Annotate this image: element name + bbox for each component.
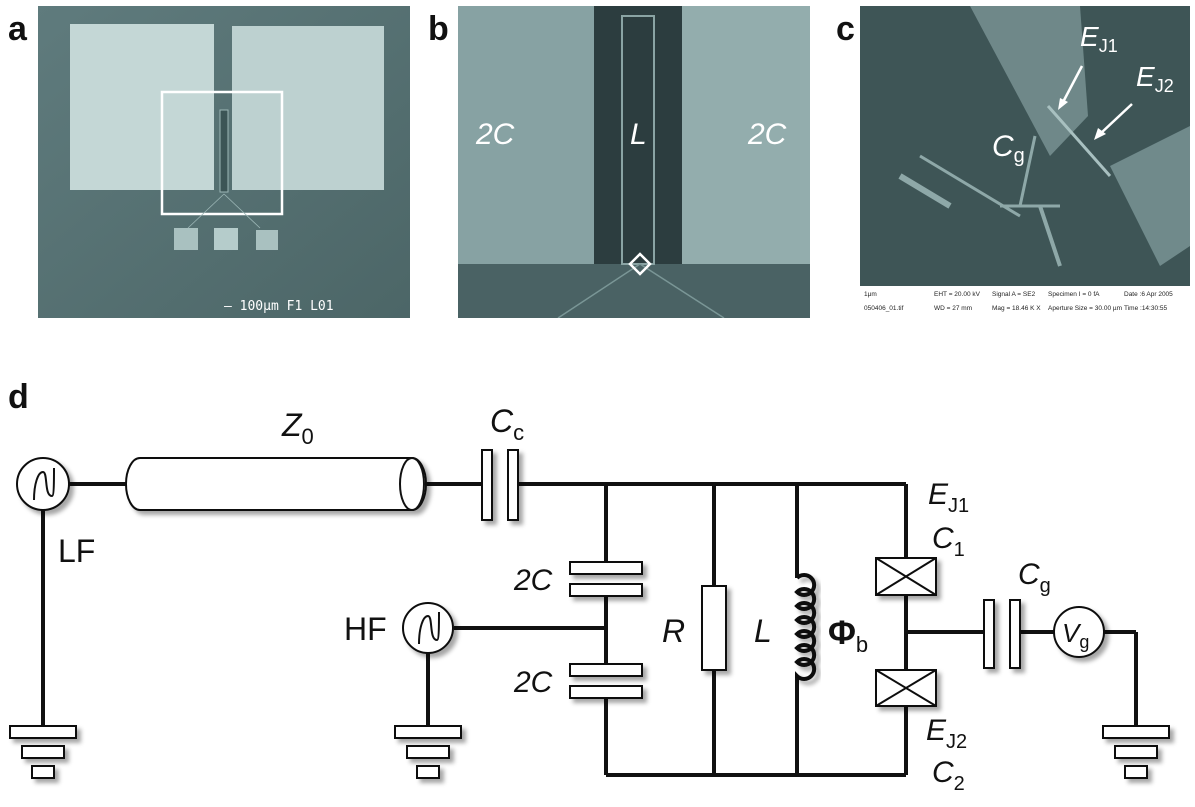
- panel-label-b: b: [428, 10, 449, 48]
- footer-specimen: Specimen I = 0 fA: [1048, 291, 1100, 298]
- resistor-r: [701, 585, 727, 671]
- svg-text:C1: C1: [932, 522, 965, 561]
- label-2c-bottom: 2C: [513, 666, 553, 699]
- label-c2: C: [932, 756, 954, 789]
- label-z0-sub: 0: [302, 424, 314, 449]
- sem-image-overview: — 100μm F1 L01: [38, 6, 410, 318]
- josephson-junction-1: [875, 557, 937, 596]
- svg-text:EJ1: EJ1: [928, 478, 969, 517]
- panel-label-c: c: [836, 10, 855, 48]
- sem-image-zoom: 2C L 2C: [458, 6, 810, 318]
- footer-mag: Mag = 18.46 K X: [992, 305, 1041, 312]
- capacitor-pad-right: [232, 26, 384, 190]
- footer-date: Date :6 Apr 2005: [1124, 291, 1173, 298]
- bond-pad-2: [214, 228, 238, 250]
- inductor-region: [594, 6, 682, 264]
- label-vg-sub: g: [1079, 632, 1089, 652]
- circuit-schematic: Z0 Cc LF HF 2C 2C R L Φb EJ1 C1 EJ2 C2 C…: [9, 403, 1170, 795]
- footer-aperture: Aperture Size = 30.00 µm: [1048, 305, 1122, 312]
- label-ej2: E: [1136, 61, 1155, 92]
- footer-time: Time :14:30:55: [1124, 305, 1168, 312]
- sem-info-bar: [860, 286, 1190, 318]
- svg-text:EJ1: EJ1: [1080, 21, 1118, 56]
- label-hf: HF: [344, 611, 387, 647]
- label-cg: C: [992, 130, 1014, 163]
- svg-text:Φb: Φb: [828, 614, 868, 657]
- bond-pad-3: [256, 230, 278, 250]
- transmission-line: [125, 457, 427, 511]
- josephson-junction-2: [875, 669, 937, 707]
- footer-wd: WD = 27 mm: [934, 305, 972, 312]
- hf-source: [402, 602, 454, 654]
- svg-text:Cg: Cg: [1018, 558, 1051, 597]
- label-c2-sub: 2: [954, 773, 965, 795]
- label-cc: C: [490, 403, 514, 439]
- label-cc-sub: c: [513, 420, 524, 445]
- svg-text:Cg: Cg: [992, 130, 1025, 167]
- capacitor-pad-left: [70, 24, 214, 190]
- label-ej2-sub: J2: [946, 731, 967, 753]
- label-c1-sub: 1: [954, 539, 965, 561]
- label-l: L: [630, 118, 647, 151]
- label-cg-sub: g: [1040, 575, 1051, 597]
- label-ej2-sub: J2: [1155, 76, 1174, 96]
- label-cg: C: [1018, 558, 1040, 591]
- inductor-coil: [794, 573, 817, 681]
- gate-capacitor: [983, 599, 1021, 669]
- footer-signal: Signal A = SE2: [992, 291, 1036, 298]
- capacitor-region-left: [458, 6, 594, 264]
- label-2c-left: 2C: [475, 118, 515, 151]
- ground-symbol-hf: [394, 725, 462, 779]
- panel-label-a: a: [8, 10, 27, 48]
- label-r: R: [662, 613, 685, 649]
- bond-pad-1: [174, 228, 198, 250]
- label-ej1-sub: J1: [948, 495, 969, 517]
- inductor-strip: [219, 109, 229, 193]
- ground-symbol-lf: [9, 725, 77, 779]
- sem-image-junctions: EJ1 EJ2 Cg 1μm 050406_01.tif EHT = 20.00…: [860, 6, 1190, 318]
- coupling-capacitor: [481, 449, 519, 521]
- label-z0: Z: [281, 407, 303, 443]
- label-ej1-sub: J1: [1099, 36, 1118, 56]
- zoom-box: [160, 90, 284, 216]
- label-2c-top: 2C: [513, 564, 553, 597]
- label-ej1: E: [1080, 21, 1099, 52]
- label-phi: Φ: [828, 614, 856, 652]
- label-c1: C: [932, 522, 954, 555]
- lf-source: [16, 457, 70, 511]
- svg-text:Vg: Vg: [1062, 618, 1089, 652]
- label-lf: LF: [58, 533, 95, 569]
- panel-label-d: d: [8, 378, 29, 416]
- capacitor-2c-top: [569, 561, 643, 597]
- footer-file: 050406_01.tif: [864, 305, 904, 312]
- ground-symbol-vg: [1102, 725, 1170, 779]
- svg-text:Cc: Cc: [490, 403, 524, 445]
- label-phi-sub: b: [856, 632, 868, 657]
- svg-text:EJ2: EJ2: [1136, 61, 1174, 96]
- svg-text:Z0: Z0: [281, 407, 314, 449]
- capacitor-2c-bottom: [569, 663, 643, 699]
- label-l: L: [754, 613, 772, 649]
- sine-icon: [418, 611, 440, 645]
- svg-text:EJ2: EJ2: [926, 714, 967, 753]
- svg-text:C2: C2: [932, 756, 965, 795]
- capacitor-region-right: [682, 6, 810, 264]
- label-ej2: E: [926, 714, 947, 747]
- inductor-loop: [621, 15, 655, 265]
- footer-scale: 1μm: [864, 291, 877, 298]
- vg-source: [1053, 606, 1105, 658]
- sine-icon: [33, 467, 55, 501]
- label-2c-right: 2C: [747, 118, 787, 151]
- label-vg: V: [1062, 618, 1082, 648]
- label-cg-sub: g: [1014, 145, 1025, 167]
- label-ej1: E: [928, 478, 949, 511]
- scale-bar-text: — 100μm F1 L01: [224, 299, 334, 314]
- footer-eht: EHT = 20.00 kV: [934, 291, 981, 298]
- squid-marker: [628, 252, 652, 276]
